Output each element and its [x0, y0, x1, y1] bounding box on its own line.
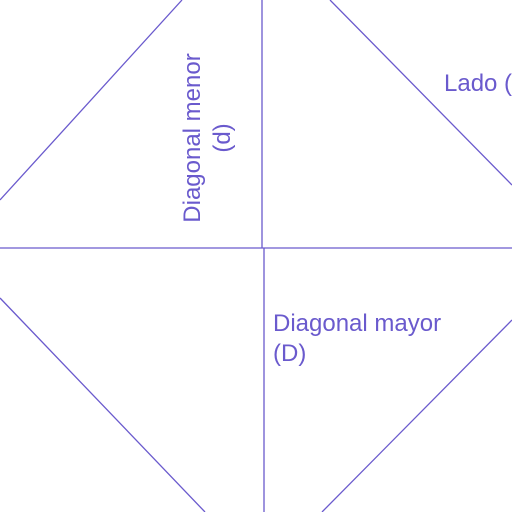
- side-label: Lado (: [444, 70, 512, 97]
- minor-diagonal-label-line1: Diagonal menor: [179, 53, 206, 223]
- rhombus-side-bottom-right: [321, 319, 512, 512]
- rhombus-side-top-right: [329, 0, 512, 186]
- major-diagonal-label: Diagonal mayor (D): [273, 309, 441, 369]
- major-diagonal-label-line1: Diagonal mayor: [273, 310, 442, 337]
- minor-diagonal-label-line2: (d): [209, 123, 236, 153]
- rhombus-side-bottom-left: [0, 297, 206, 512]
- minor-diagonal-label: Diagonal menor (d): [178, 53, 238, 222]
- major-diagonal-label-line2: (D): [273, 340, 307, 367]
- rhombus-side-top-left: [0, 0, 183, 201]
